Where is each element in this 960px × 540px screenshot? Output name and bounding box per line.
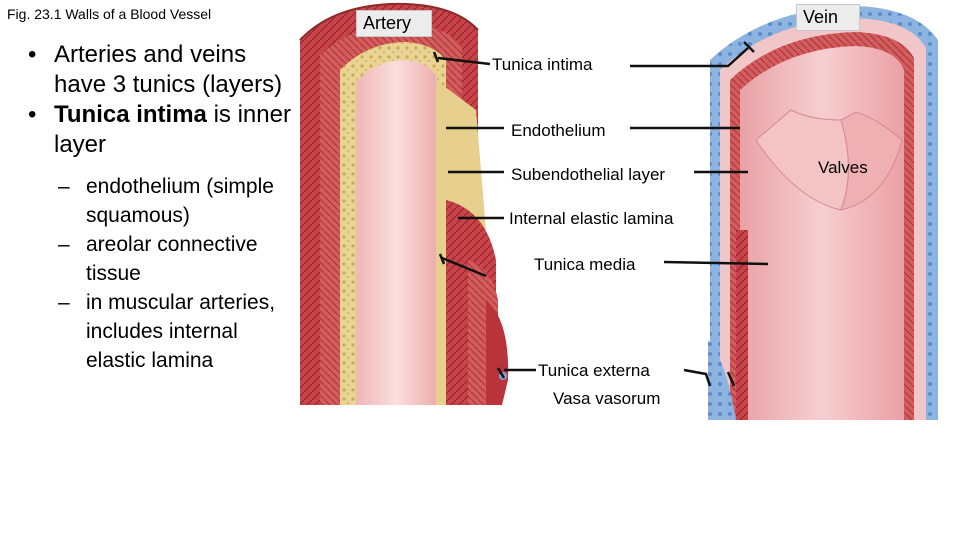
bullet-bold-term: Tunica intima [54, 101, 207, 128]
figure-caption: Fig. 23.1 Walls of a Blood Vessel [7, 6, 212, 22]
tunica-intima-label: Tunica intima [492, 55, 593, 74]
tunica-externa-label: Tunica externa [538, 361, 650, 380]
sub-bullet-item: – areolar connective tissue [58, 230, 298, 288]
bullet-icon: • [28, 41, 37, 68]
endothelium-label: Endothelium [511, 121, 606, 140]
tunica-media-label: Tunica media [534, 255, 636, 274]
bullet-icon: • [28, 101, 37, 128]
bullet-text: Arteries and veins have 3 tunics (layers… [54, 41, 283, 98]
dash-icon: – [58, 233, 70, 256]
dash-icon: – [58, 175, 70, 198]
bullet-text: is inner layer [54, 101, 291, 158]
sub-bullet-list: – endothelium (simple squamous) – areola… [58, 172, 298, 375]
leader-lines [432, 41, 769, 387]
vasa-vasorum-label: Vasa vasorum [553, 389, 661, 408]
vein-label: Vein [796, 4, 860, 31]
artery-drawing [299, 2, 509, 406]
bullet-item: • Arteries and veins have 3 tunics (laye… [28, 40, 298, 100]
vein-drawing [708, 6, 938, 420]
internal-elastic-lamina-label: Internal elastic lamina [509, 209, 674, 228]
sub-bullet-item: – in muscular arteries, includes interna… [58, 288, 298, 375]
sub-bullet-text: in muscular arteries, includes internal … [86, 291, 276, 372]
bullet-item: • Tunica intima is inner layer [28, 100, 298, 160]
blood-vessel-illustration: Artery Vein [299, 2, 938, 420]
sub-bullet-text: endothelium (simple squamous) [86, 175, 274, 227]
dash-icon: – [58, 291, 70, 314]
subendothelial-layer-label: Subendothelial layer [511, 165, 666, 184]
sub-bullet-item: – endothelium (simple squamous) [58, 172, 298, 230]
bullet-list: • Arteries and veins have 3 tunics (laye… [28, 40, 298, 375]
sub-bullet-text: areolar connective tissue [86, 233, 258, 285]
valves-label: Valves [818, 158, 868, 177]
artery-label: Artery [356, 10, 432, 37]
